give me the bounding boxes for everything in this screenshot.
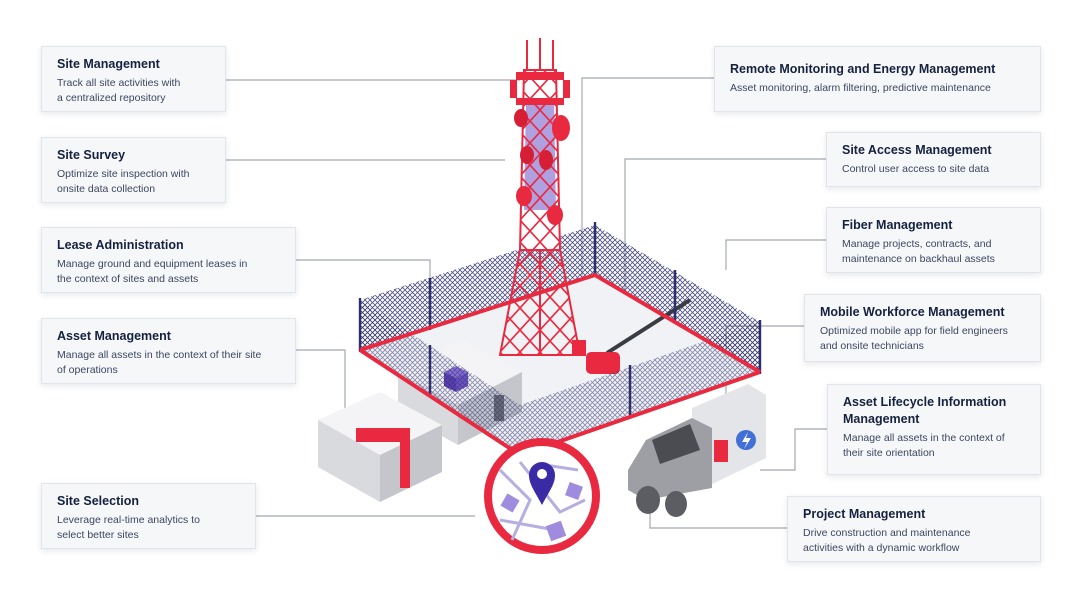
project-management-desc-line-1: Drive construction and maintenance <box>803 527 971 539</box>
service-van <box>628 384 766 517</box>
asset-lifecycle-desc-line-1: Manage all assets in the context of <box>843 432 1005 444</box>
asset-management-card[interactable]: Asset Management Manage all assets in th… <box>41 318 296 384</box>
asset-lifecycle-title-line-1: Asset Lifecycle Information <box>843 395 1007 409</box>
mobile-workforce-title: Mobile Workforce Management <box>820 305 1005 319</box>
lease-administration-card[interactable]: Lease Administration Manage ground and e… <box>41 227 296 293</box>
mobile-workforce-desc-line-2: and onsite technicians <box>820 340 924 352</box>
site-survey-title: Site Survey <box>57 148 126 162</box>
lease-administration-desc-line-2: the context of sites and assets <box>57 273 199 285</box>
remote-monitoring-card[interactable]: Remote Monitoring and Energy Management … <box>714 46 1041 112</box>
site-management-title: Site Management <box>57 57 160 71</box>
site-survey-desc-line-2: onsite data collection <box>57 183 156 195</box>
fence-front-right <box>520 322 760 455</box>
project-management-title: Project Management <box>803 507 926 521</box>
site-survey-card[interactable]: Site Survey Optimize site inspection wit… <box>41 137 226 203</box>
fiber-management-card[interactable]: Fiber Management Manage projects, contra… <box>826 207 1041 273</box>
site-survey-desc-line-1: Optimize site inspection with <box>57 168 190 180</box>
project-management-desc-line-2: activities with a dynamic workflow <box>803 542 960 554</box>
site-management-card[interactable]: Site Management Track all site activitie… <box>41 46 226 112</box>
site-selection-title: Site Selection <box>57 494 139 508</box>
site-access-title: Site Access Management <box>842 143 992 157</box>
remote-monitoring-title: Remote Monitoring and Energy Management <box>730 62 996 76</box>
site-management-desc-line-2: a centralized repository <box>57 92 166 104</box>
asset-management-title: Asset Management <box>57 329 171 343</box>
lease-administration-desc-line-1: Manage ground and equipment leases in <box>57 258 248 270</box>
site-access-card[interactable]: Site Access Management Control user acce… <box>826 132 1041 187</box>
site-selection-desc-line-2: select better sites <box>57 529 139 541</box>
asset-lifecycle-card[interactable]: Asset Lifecycle Information Management M… <box>827 384 1041 475</box>
map-pin-icon <box>484 438 600 554</box>
fiber-management-desc-line-1: Manage projects, contracts, and <box>842 238 992 250</box>
cell-tower <box>498 38 582 356</box>
mobile-workforce-card[interactable]: Mobile Workforce Management Optimized mo… <box>804 294 1041 362</box>
asset-lifecycle-desc-line-2: their site orientation <box>843 447 935 459</box>
remote-monitoring-desc-line-1: Asset monitoring, alarm filtering, predi… <box>730 82 991 94</box>
asset-management-desc-line-2: of operations <box>57 364 118 376</box>
asset-management-desc-line-1: Manage all assets in the context of thei… <box>57 349 262 361</box>
equipment-shelter-front <box>318 392 442 502</box>
asset-lifecycle-title-line-2: Management <box>843 412 920 426</box>
fence-posts <box>358 222 762 418</box>
fiber-management-title: Fiber Management <box>842 218 953 232</box>
mobile-workforce-desc-line-1: Optimized mobile app for field engineers <box>820 325 1008 337</box>
fence-back-right <box>595 225 760 372</box>
site-access-desc-line-1: Control user access to site data <box>842 163 990 175</box>
site-selection-card[interactable]: Site Selection Leverage real-time analyt… <box>41 483 256 549</box>
fiber-management-desc-line-2: maintenance on backhaul assets <box>842 253 995 265</box>
project-management-card[interactable]: Project Management Drive construction an… <box>787 496 1041 562</box>
site-selection-desc-line-1: Leverage real-time analytics to <box>57 514 200 526</box>
site-management-desc-line-1: Track all site activities with <box>57 77 181 89</box>
lease-administration-title: Lease Administration <box>57 238 184 252</box>
